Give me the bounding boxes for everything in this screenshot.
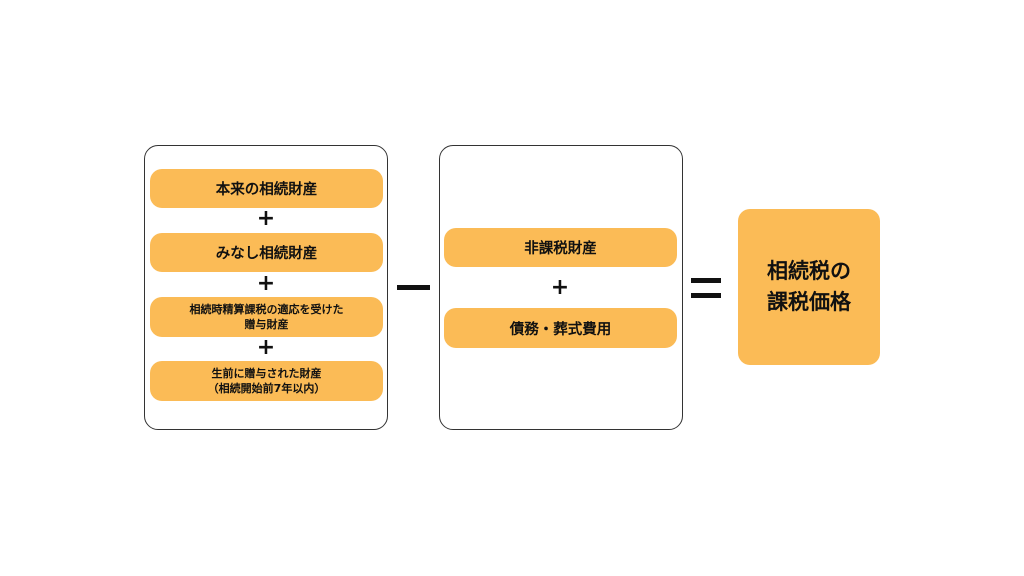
settlement-taxation-gift-box: 相続時精算課税の適応を受けた 贈与財産: [150, 297, 383, 337]
debts-funeral-box: 債務・葬式費用: [444, 308, 677, 348]
debts-funeral-label: 債務・葬式費用: [509, 321, 612, 338]
lifetime-gift-line1: 生前に贈与された財産: [211, 367, 322, 380]
plus-sign: +: [256, 206, 276, 231]
plus-sign: +: [256, 271, 276, 296]
minus-sign: [397, 285, 430, 290]
deemed-inheritance-box: みなし相続財産: [150, 233, 383, 272]
non-taxable-assets-box: 非課税財産: [444, 228, 677, 267]
plus-sign: +: [550, 275, 570, 300]
lifetime-gift-box: 生前に贈与された財産 （相続開始前7年以内）: [150, 361, 383, 401]
settlement-taxation-gift-line2: 贈与財産: [244, 318, 289, 331]
settlement-taxation-gift-line1: 相続時精算課税の適応を受けた: [189, 303, 344, 316]
lifetime-gift-line2: （相続開始前7年以内）: [207, 382, 326, 395]
taxable-value-line1: 相続税の: [767, 259, 851, 283]
taxable-value-box: 相続税の 課税価格: [738, 209, 880, 365]
deductions-panel: [439, 145, 683, 430]
inherited-assets-box: 本来の相続財産: [150, 169, 383, 208]
inherited-assets-label: 本来の相続財産: [215, 182, 318, 198]
plus-sign: +: [256, 335, 276, 360]
taxable-value-line2: 課税価格: [767, 290, 851, 314]
non-taxable-assets-label: 非課税財産: [524, 241, 597, 257]
deemed-inheritance-label: みなし相続財産: [215, 246, 318, 262]
